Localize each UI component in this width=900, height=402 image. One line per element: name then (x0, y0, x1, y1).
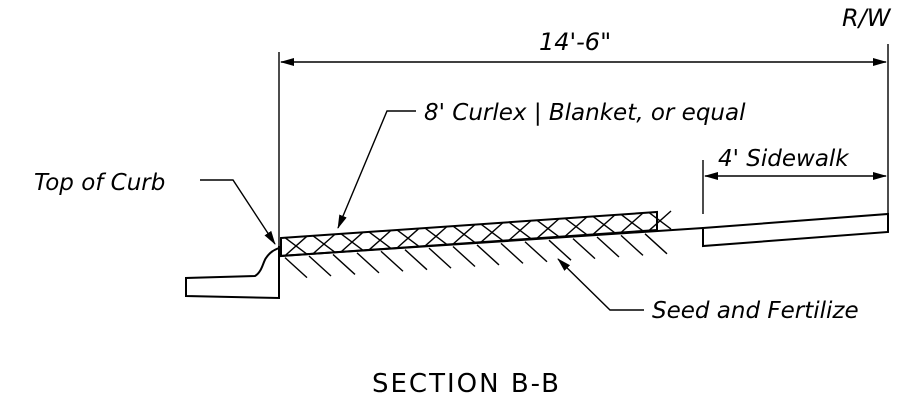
seed-leader (557, 258, 644, 311)
curb-label: Top of Curb (34, 170, 165, 196)
row-label: R/W (842, 4, 892, 32)
seed-hatching (284, 233, 668, 279)
width-dimension-label: 14'-6" (539, 28, 611, 56)
blanket-leader (337, 110, 416, 229)
blanket-layer (280, 210, 658, 258)
seed-label: Seed and Fertilize (652, 298, 859, 324)
sidewalk-slab (702, 212, 889, 248)
sidewalk-label: 4' Sidewalk (718, 146, 850, 172)
blanket-crosshatch (284, 210, 672, 257)
curb-gutter (185, 246, 280, 300)
curb-leader (200, 179, 276, 245)
blanket-label: 8' Curlex | Blanket, or equal (424, 100, 746, 126)
section-title: SECTION B-B (372, 369, 561, 399)
